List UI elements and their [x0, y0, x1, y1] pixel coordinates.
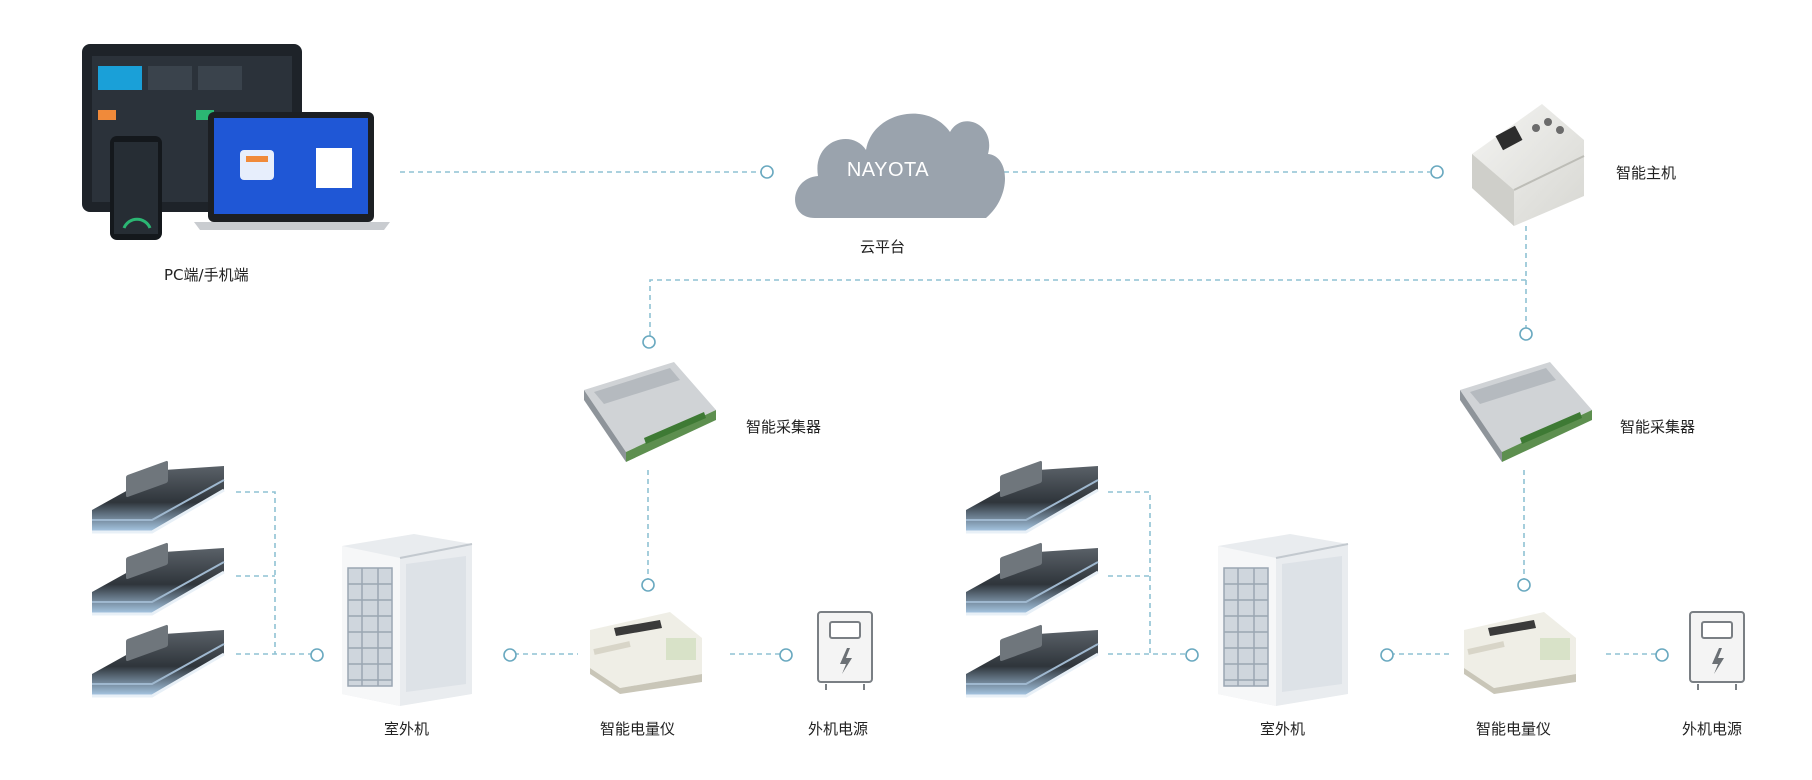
- node-power1-in: [779, 648, 793, 662]
- cloud-platform: NAYOTA: [795, 113, 1005, 218]
- outdoor-unit-1-label: 室外机: [384, 720, 430, 738]
- line-host-bus: [649, 226, 1527, 340]
- group-1: [90, 362, 873, 707]
- indoor-unit-1c: [90, 622, 226, 698]
- cloud-name: NAYOTA: [847, 159, 929, 181]
- host-label: 智能主机: [1616, 164, 1677, 182]
- outdoor-unit-2-label: 室外机: [1260, 720, 1306, 738]
- node-meter1-top: [641, 578, 655, 592]
- node-outdoor1-out: [503, 648, 517, 662]
- meter-1: [590, 612, 702, 694]
- collector-2-label: 智能采集器: [1620, 418, 1696, 436]
- indoor-unit-1a: [90, 458, 226, 534]
- indoor-unit-2c: [964, 622, 1100, 698]
- power-box-1: [817, 611, 873, 691]
- node-outdoor2-out: [1380, 648, 1394, 662]
- smart-host-image: [1472, 104, 1585, 226]
- power-box-1-label: 外机电源: [808, 720, 869, 738]
- collector-1: [584, 362, 716, 462]
- power-box-2: [1689, 611, 1745, 691]
- cloud-icon: [795, 113, 1005, 218]
- collector-2: [1460, 362, 1592, 462]
- node-meter2-top: [1517, 578, 1531, 592]
- outdoor-unit-1: [341, 533, 473, 707]
- terminals-label: PC端/手机端: [164, 266, 249, 284]
- node-outdoor1-in: [310, 648, 324, 662]
- node-collector1-top: [642, 335, 656, 349]
- node-host-left: [1430, 165, 1444, 179]
- meter-2-label: 智能电量仪: [1476, 720, 1552, 738]
- outdoor-unit-2: [1217, 533, 1349, 707]
- collector-1-label: 智能采集器: [746, 418, 822, 436]
- indoor-unit-2b: [964, 540, 1100, 616]
- node-cloud-left: [760, 165, 774, 179]
- node-outdoor2-in: [1185, 648, 1199, 662]
- connector-lines: [236, 171, 1662, 655]
- meter-2: [1464, 612, 1576, 694]
- cloud-label: 云平台: [860, 238, 906, 256]
- node-collector2-top: [1519, 327, 1533, 341]
- line-indoor2-bus: [1108, 491, 1151, 654]
- indoor-unit-2a: [964, 458, 1100, 534]
- indoor-unit-1b: [90, 540, 226, 616]
- power-box-2-label: 外机电源: [1682, 720, 1743, 738]
- connection-nodes: [310, 165, 1669, 662]
- line-indoor1-bus: [236, 491, 276, 654]
- terminal-devices: [82, 44, 390, 240]
- node-power2-in: [1655, 648, 1669, 662]
- meter-1-label: 智能电量仪: [600, 720, 676, 738]
